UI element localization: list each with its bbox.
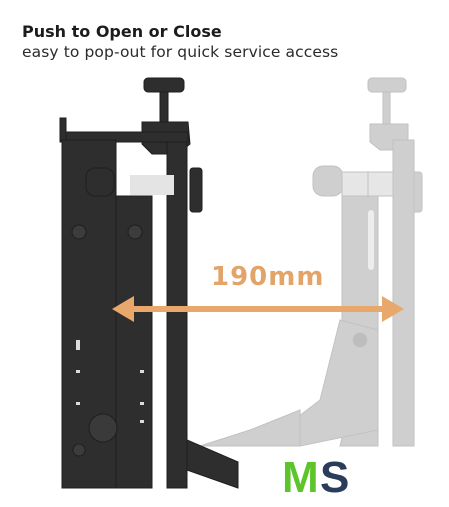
extended-mount-ghost <box>199 77 423 447</box>
ms-logo: M S <box>282 453 349 498</box>
measurement-arrow <box>112 296 404 322</box>
svg-text:M: M <box>282 453 319 498</box>
subheading: easy to pop-out for quick service access <box>22 43 339 61</box>
measurement-label: 190mm <box>211 262 325 292</box>
heading: Push to Open or Close <box>22 22 222 41</box>
mount-slots <box>76 175 174 423</box>
closed-mount <box>59 77 239 489</box>
svg-text:S: S <box>320 453 349 498</box>
